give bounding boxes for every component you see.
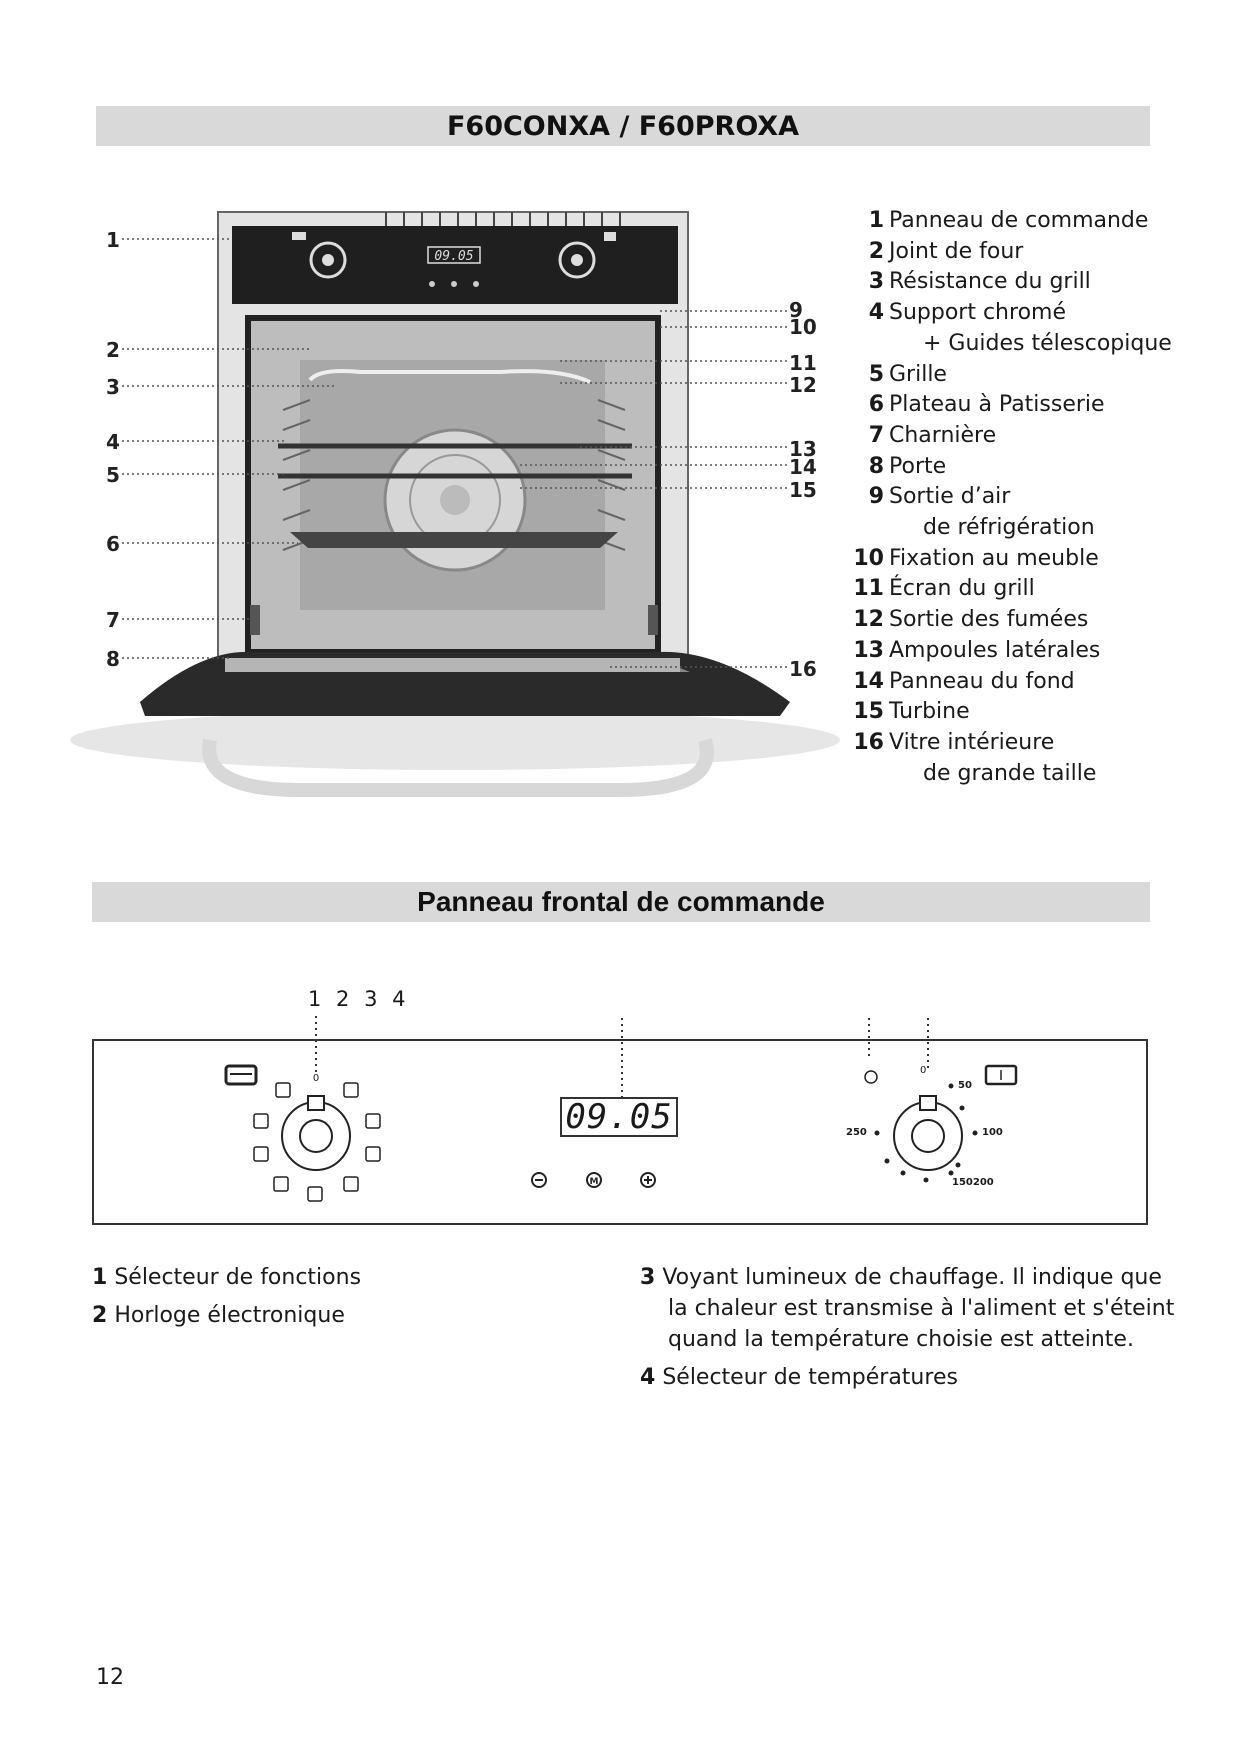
desc-3: 3 Voyant lumineux de chauffage. Il indiq… bbox=[640, 1262, 1174, 1355]
heating-indicator-light bbox=[865, 1071, 877, 1083]
temp-mark-50: 50 bbox=[958, 1080, 972, 1091]
desc-1: 1 Sélecteur de fonctions bbox=[92, 1262, 361, 1293]
control-panel: 0 M 09.05 0 50 100 250 bbox=[92, 1039, 1148, 1225]
electronic-clock-display: 09.05 bbox=[560, 1097, 678, 1137]
page-number: 12 bbox=[96, 1665, 124, 1690]
temp-mark-0: 0 bbox=[920, 1065, 926, 1076]
temp-mark-150200: 150200 bbox=[952, 1177, 994, 1188]
svg-text:0: 0 bbox=[313, 1073, 319, 1084]
desc-2: 2 Horloge électronique bbox=[92, 1300, 345, 1331]
temp-mark-100: 100 bbox=[982, 1127, 1003, 1138]
panel-leader-lines bbox=[0, 0, 1241, 1100]
temp-mark-250: 250 bbox=[846, 1127, 867, 1138]
desc-4: 4 Sélecteur de températures bbox=[640, 1362, 958, 1393]
svg-text:M: M bbox=[590, 1177, 599, 1187]
